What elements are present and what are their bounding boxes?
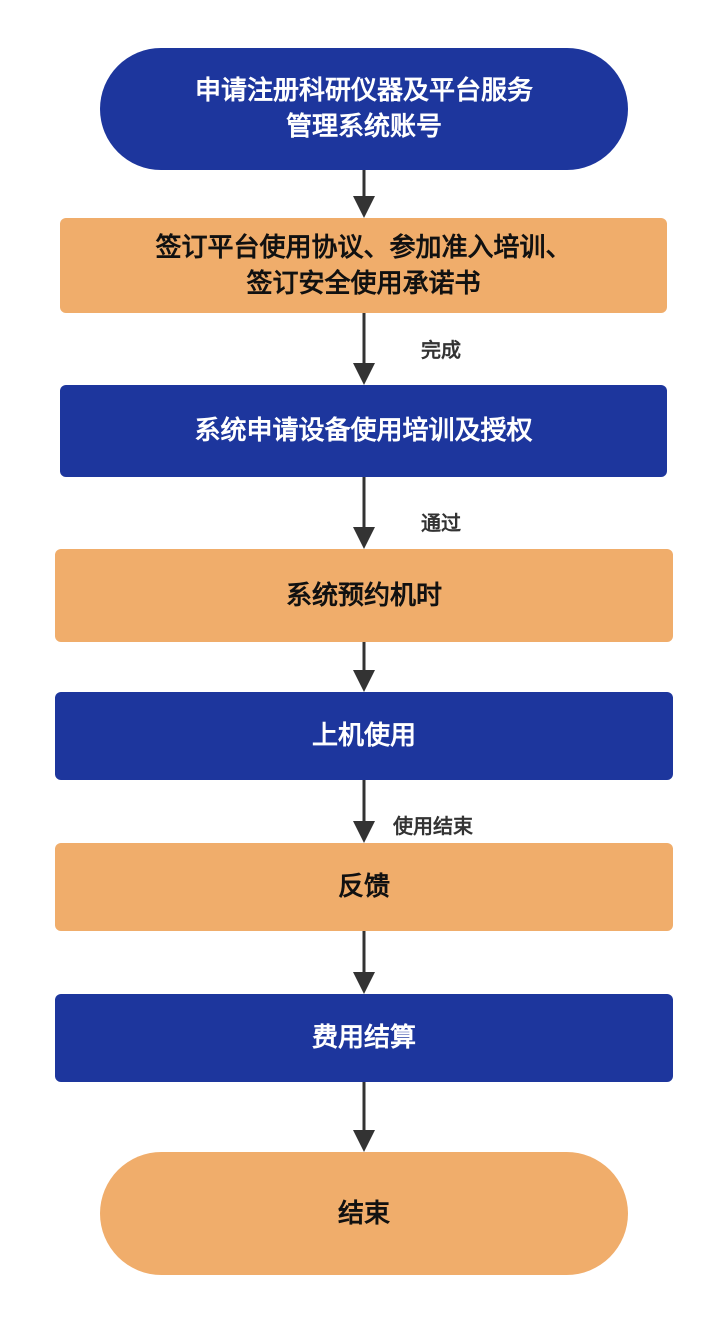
start-node-register-account: 申请注册科研仪器及平台服务 管理系统账号 (100, 48, 628, 170)
arrow-head-2 (353, 363, 375, 385)
node-settlement: 费用结算 (55, 994, 673, 1082)
node-text-line2: 签订安全使用承诺书 (246, 268, 481, 299)
node-apply-training: 系统申请设备使用培训及授权 (60, 385, 667, 477)
node-book-time: 系统预约机时 (55, 549, 673, 642)
node-feedback: 反馈 (55, 843, 673, 931)
node-use-instrument: 上机使用 (55, 692, 673, 780)
end-node: 结束 (100, 1152, 628, 1275)
edge-label-use-end: 使用结束 (393, 814, 473, 838)
arrow-head-4 (353, 670, 375, 692)
arrow-head-7 (353, 1130, 375, 1152)
node-text: 结束 (337, 1198, 390, 1229)
arrow-head-5 (353, 821, 375, 843)
node-text-line2: 管理系统账号 (285, 112, 442, 142)
node-text: 反馈 (337, 872, 390, 902)
arrow-head-3 (353, 527, 375, 549)
node-sign-agreement: 签订平台使用协议、参加准入培训、 签订安全使用承诺书 (60, 218, 667, 313)
node-text: 上机使用 (311, 721, 416, 751)
node-text-line1: 申请注册科研仪器及平台服务 (194, 76, 533, 106)
edge-label-pass: 通过 (421, 511, 461, 535)
node-text-line1: 签订平台使用协议、参加准入培训、 (155, 232, 572, 263)
node-text: 系统申请设备使用培训及授权 (194, 416, 533, 446)
node-text: 费用结算 (311, 1023, 416, 1053)
arrow-head-6 (353, 972, 375, 994)
arrow-head-1 (353, 196, 375, 218)
edge-label-complete: 完成 (421, 338, 461, 362)
node-text: 系统预约机时 (285, 580, 442, 611)
